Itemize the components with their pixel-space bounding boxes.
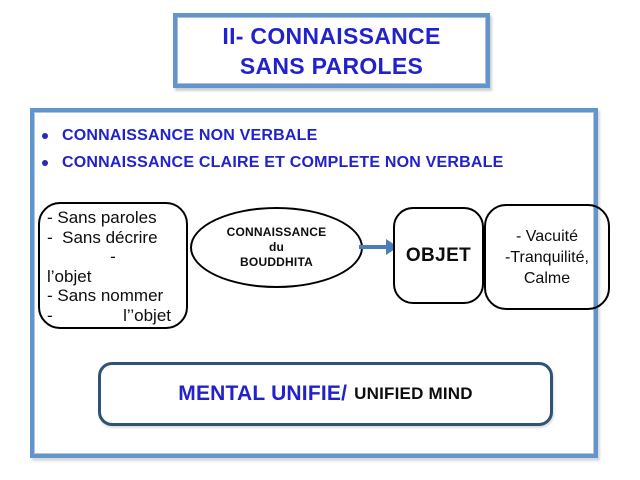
footer-box: MENTAL UNIFIE/ UNIFIED MIND <box>98 362 553 426</box>
qualities-box: - Vacuité -Tranquilité, Calme <box>484 204 610 310</box>
content-frame <box>30 108 598 458</box>
source-box-line-end: l’’objet <box>123 305 171 325</box>
title-line-2: SANS PAROLES <box>239 53 424 79</box>
source-box-line: - Sans décrire <box>47 227 158 247</box>
object-box: OBJET <box>393 207 484 304</box>
footer-secondary-label: UNIFIED MIND <box>354 384 473 403</box>
bullet-dot <box>42 133 48 139</box>
qualities-line: - Vacuité <box>516 227 578 245</box>
bullet-list: CONNAISSANCE NON VERBALE CONNAISSANCE CL… <box>40 126 585 180</box>
qualities-line: Calme <box>523 269 571 287</box>
source-box-line: - Sans nommer <box>47 286 164 305</box>
connaissance-ellipse: CONNAISSANCE du BOUDDHITA <box>190 207 363 288</box>
source-box-line: l’objet <box>47 266 92 286</box>
ellipse-line-3: BOUDDHITA <box>240 255 313 269</box>
source-box-line: - l’’objet <box>47 306 179 326</box>
source-box-dash: - <box>47 305 53 325</box>
flow-arrow-shaft <box>359 245 388 249</box>
source-box: - Sans paroles - Sans décrire - l’objet … <box>38 202 188 329</box>
source-box-line: - <box>110 247 116 266</box>
qualities-line: -Tranquilité, <box>505 248 589 266</box>
bullet-text: CONNAISSANCE NON VERBALE <box>62 127 318 144</box>
bullet-item: CONNAISSANCE CLAIRE ET COMPLETE NON VERB… <box>40 153 585 172</box>
bullet-text: CONNAISSANCE CLAIRE ET COMPLETE NON VERB… <box>62 154 504 171</box>
footer-primary-label: MENTAL UNIFIE/ <box>178 382 348 405</box>
title-box: II- CONNAISSANCE SANS PAROLES <box>173 13 490 88</box>
bullet-dot <box>42 160 48 166</box>
ellipse-line-1: CONNAISSANCE <box>226 225 327 239</box>
object-box-label: OBJET <box>405 244 472 266</box>
ellipse-line-2: du <box>268 240 285 254</box>
bullet-item: CONNAISSANCE NON VERBALE <box>40 126 585 145</box>
title-line-1: II- CONNAISSANCE <box>222 23 441 49</box>
source-box-line: - Sans paroles <box>47 208 157 227</box>
